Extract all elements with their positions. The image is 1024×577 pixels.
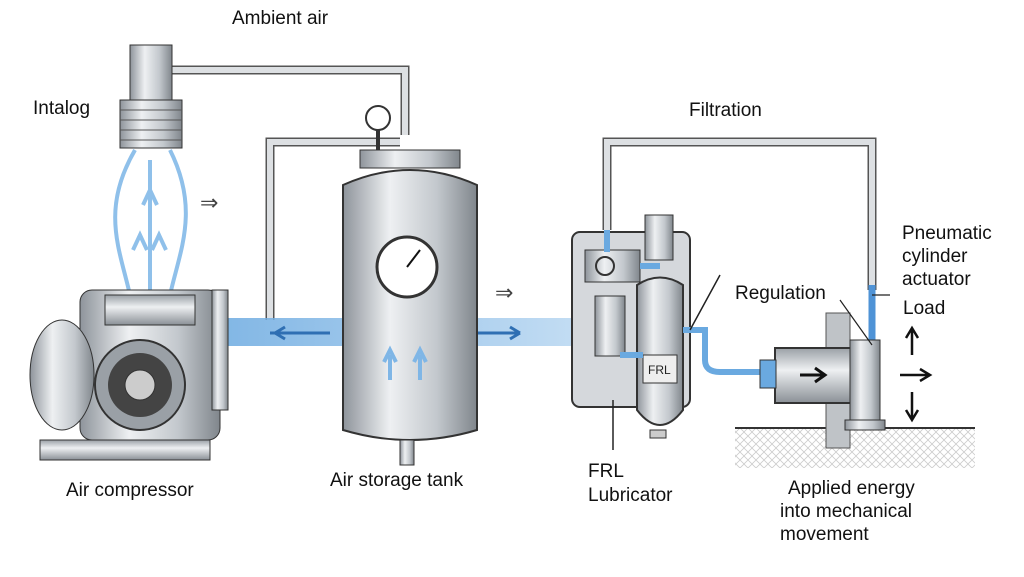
label-applied-energy: Applied energy into mechanical movement: [780, 477, 915, 546]
label-ambient-air: Ambient air: [232, 8, 329, 29]
intake-airflow: [113, 148, 188, 296]
label-regulation: Regulation: [735, 283, 826, 304]
label-intalog: Intalog: [33, 98, 91, 119]
frl-unit: [571, 214, 780, 450]
flow-arrow-2: ⇒: [495, 280, 513, 305]
label-line: FRL: [588, 461, 624, 482]
label-line: Applied energy: [788, 478, 915, 499]
frl-badge: FRL: [648, 363, 671, 377]
label-air-storage-tank: Air storage tank: [330, 470, 464, 491]
label-line: Pneumatic: [902, 223, 992, 244]
label-line: Lubricator: [588, 485, 673, 506]
flow-arrow-1: ⇒: [200, 190, 218, 215]
pneumatic-cylinder: [759, 294, 890, 449]
label-filtration: Filtration: [689, 100, 762, 121]
label-air-compressor: Air compressor: [66, 480, 194, 501]
label-pneumatic-cylinder-actuator: Pneumatic cylinder actuator: [902, 222, 992, 291]
air-compressor: [29, 289, 229, 461]
pressure-gauge-small: [365, 105, 391, 131]
label-line: movement: [780, 524, 869, 545]
label-load: Load: [903, 298, 946, 319]
label-line: cylinder: [902, 246, 968, 267]
air-storage-tank: [342, 105, 478, 466]
label-line: into mechanical: [780, 501, 913, 522]
label-frl-lubricator: FRL Lubricator: [588, 460, 673, 508]
label-line: actuator: [902, 269, 971, 290]
intake-filter: [119, 44, 183, 149]
load-arrows: [900, 325, 933, 423]
ground: [735, 428, 975, 468]
